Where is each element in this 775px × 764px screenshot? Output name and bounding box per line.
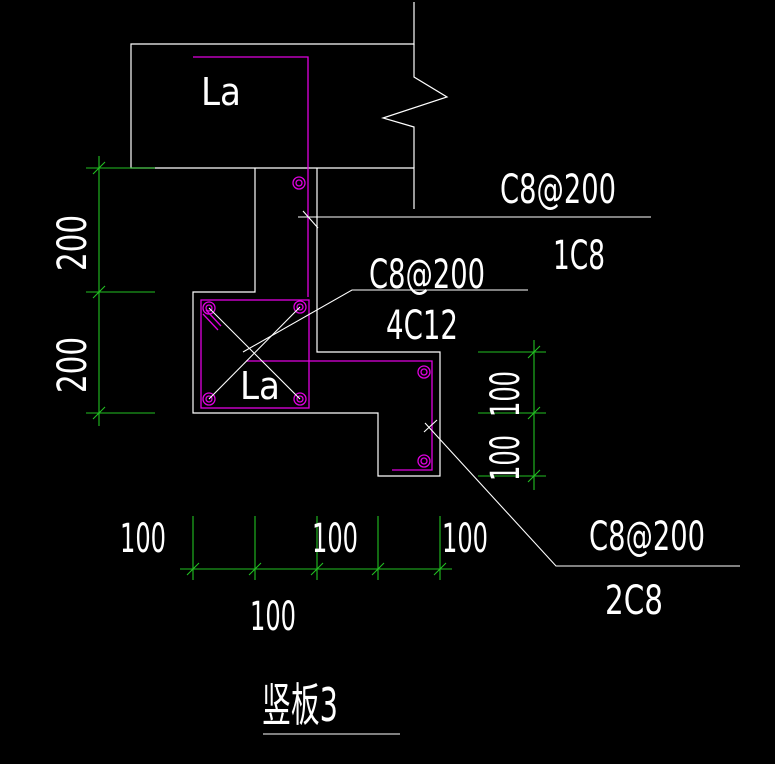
dim-right-lower: 100 <box>483 435 529 481</box>
cross-diagonal-2 <box>208 306 301 400</box>
callout-2-spec: C8@200 <box>369 252 485 298</box>
stirrup-left <box>200 299 310 409</box>
dim-bottom-3: 100 <box>442 516 488 562</box>
callout-1-spec: C8@200 <box>500 167 616 213</box>
leader-3 <box>424 422 740 567</box>
drawing-title: 竖板3 <box>262 678 338 732</box>
bar-5 <box>417 365 431 379</box>
anchorage-label-top: La <box>201 70 241 114</box>
bar-top <box>292 176 306 190</box>
bar-6 <box>417 454 431 468</box>
dim-right-upper: 100 <box>483 371 529 417</box>
bar-2 <box>293 300 307 314</box>
slab-outline <box>130 2 415 209</box>
stirrup-hook-1 <box>202 313 219 331</box>
dim-left-lower: 200 <box>50 337 96 393</box>
dim-bottom-2: 100 <box>312 516 358 562</box>
bar-3 <box>202 392 216 406</box>
concrete-outline <box>130 2 449 477</box>
dim-bottom-total: 100 <box>250 594 296 640</box>
labels: La La C8@200 1C8 C8@200 4C12 C8@200 2C8 … <box>50 70 705 732</box>
dimension-lines <box>86 156 546 580</box>
leader-3-tick <box>423 419 438 433</box>
callout-3-bars: 2C8 <box>605 578 663 624</box>
anchorage-label-mid: La <box>240 364 280 408</box>
callout-3-spec: C8@200 <box>589 514 705 560</box>
leader-1-tick <box>302 210 319 229</box>
stirrup-hook-2 <box>205 309 222 327</box>
rebar-right-link <box>246 360 433 471</box>
leader-2 <box>242 289 528 353</box>
callout-1-bars: 1C8 <box>553 233 605 279</box>
bars <box>202 176 431 468</box>
break-line <box>380 44 449 168</box>
dim-bottom-1: 100 <box>120 516 166 562</box>
panel-outline <box>192 168 441 477</box>
leaders <box>208 210 740 735</box>
callout-2-bars: 4C12 <box>386 303 458 349</box>
bar-4 <box>293 392 307 406</box>
dim-left-upper: 200 <box>50 215 96 271</box>
bar-1 <box>202 301 216 315</box>
